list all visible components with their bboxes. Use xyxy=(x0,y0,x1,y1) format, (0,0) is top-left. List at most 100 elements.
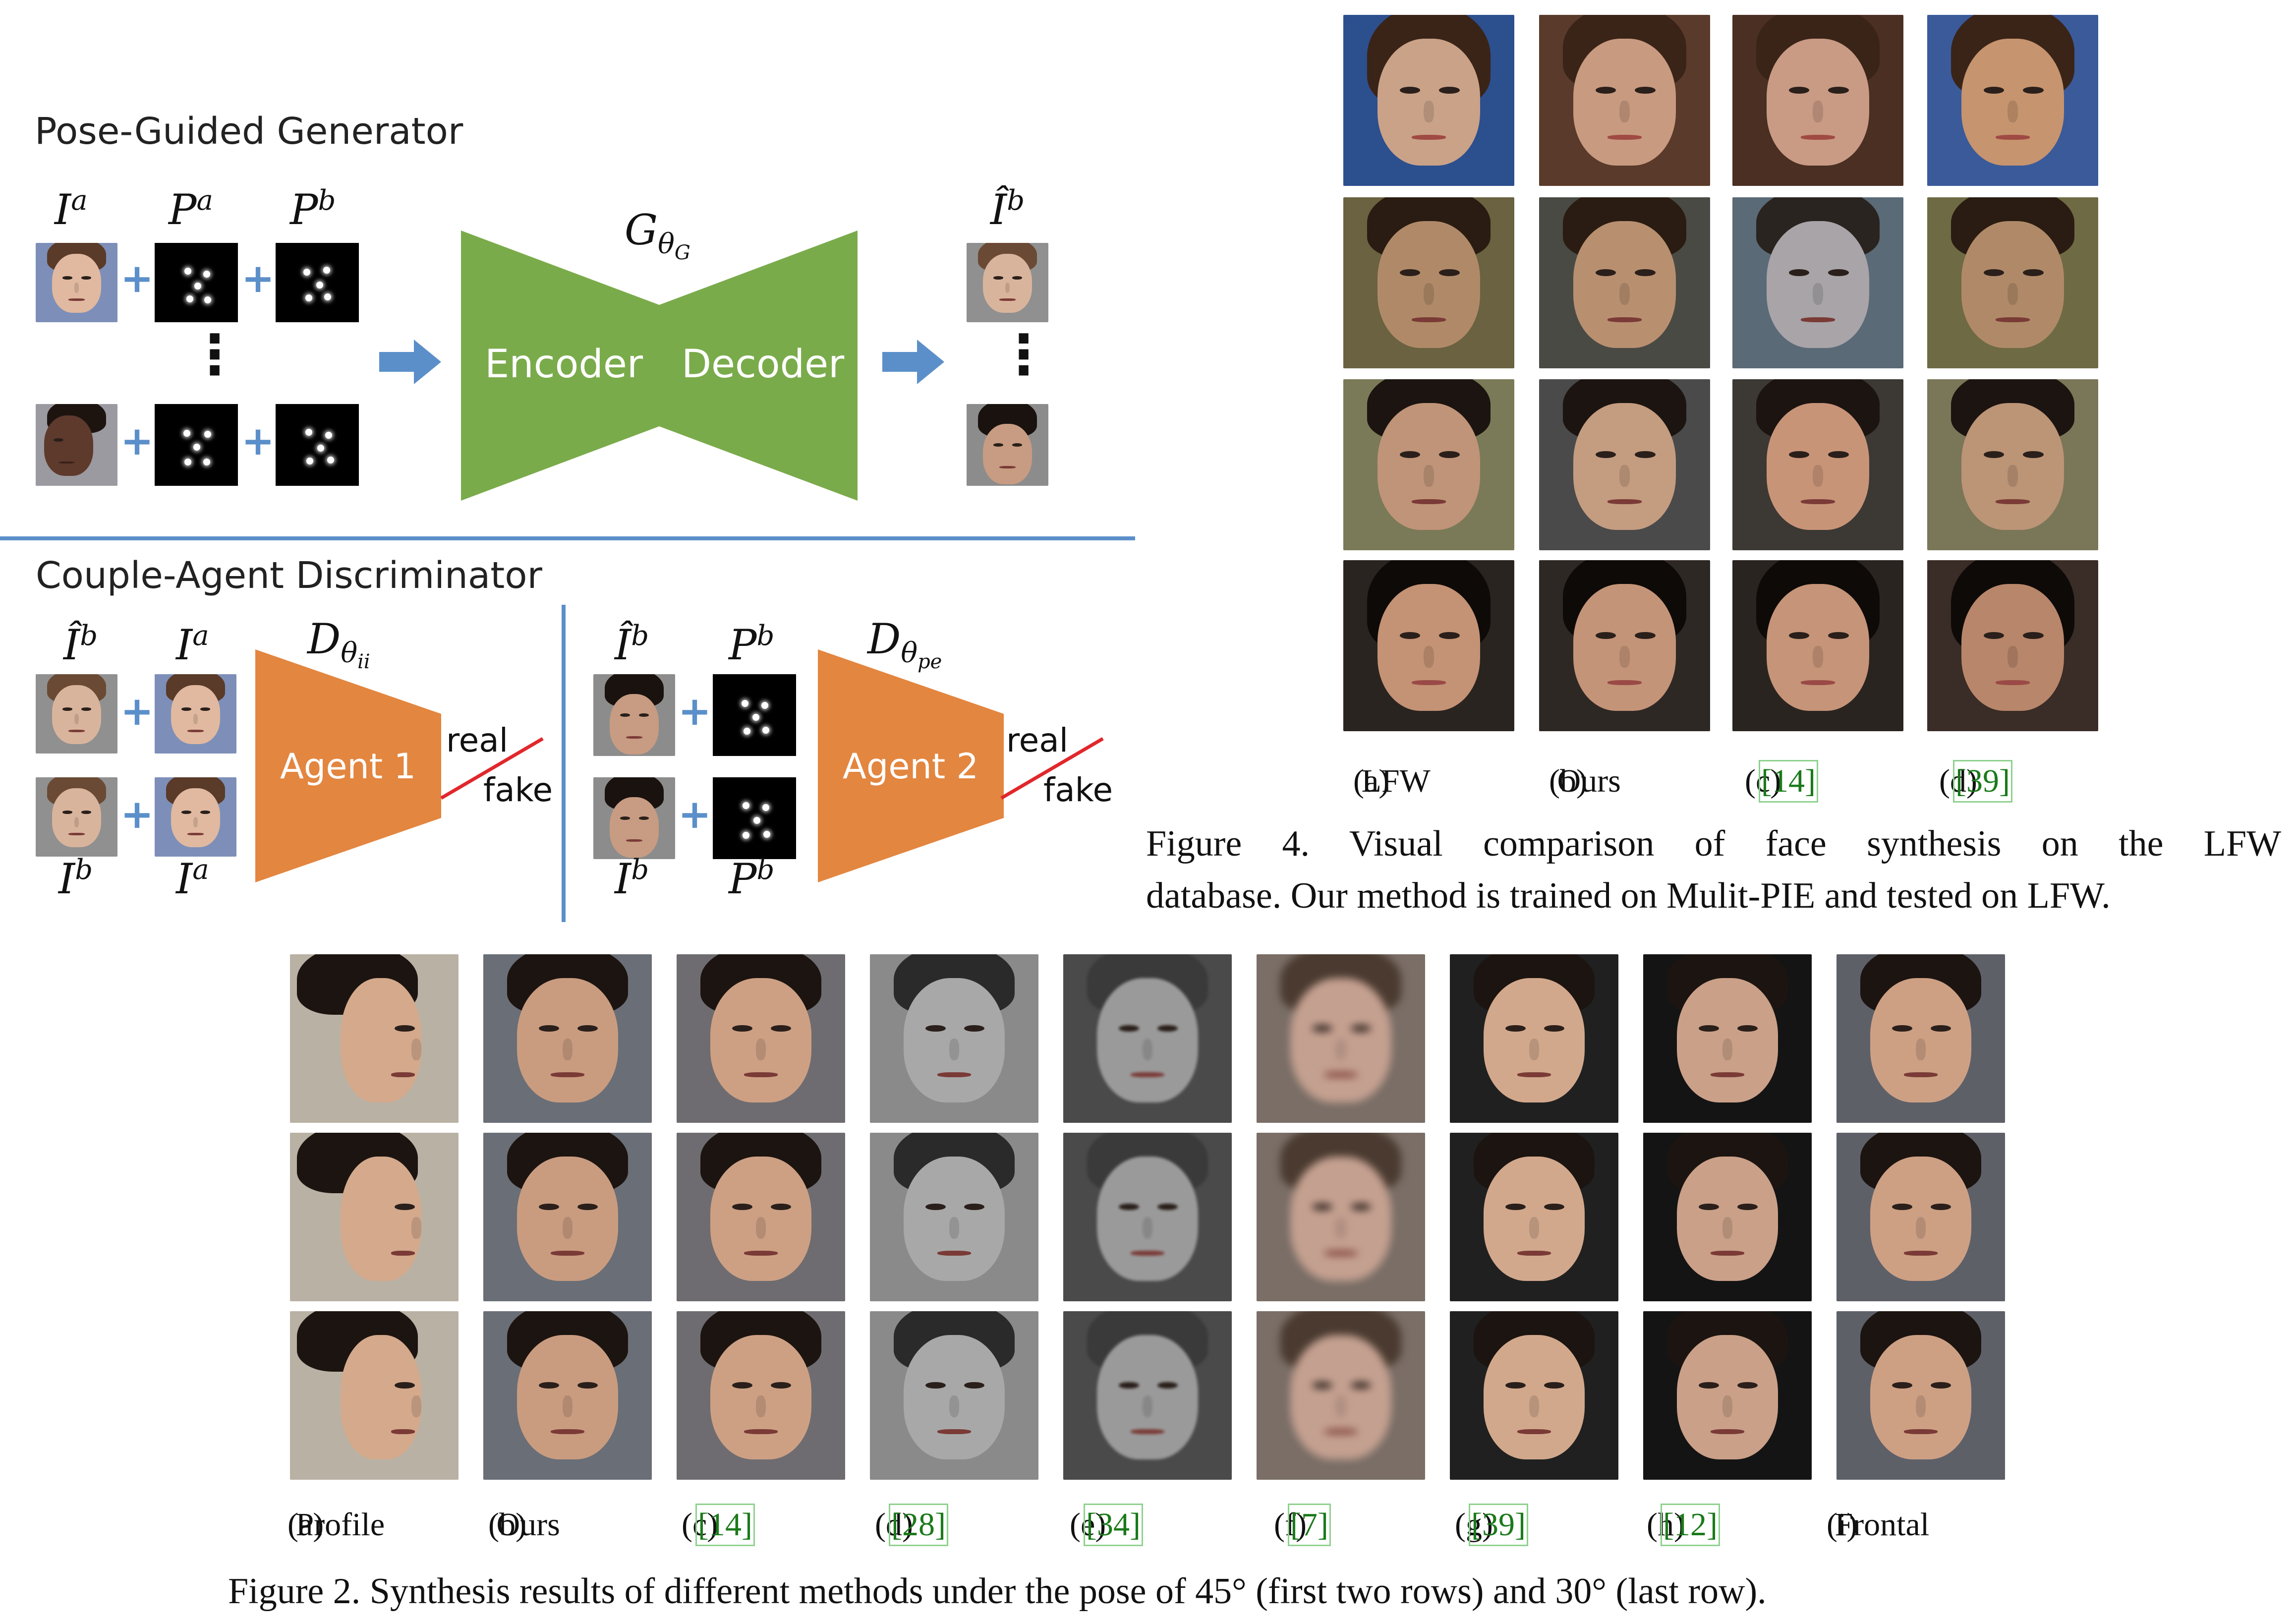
face-image xyxy=(1836,954,2005,1123)
face-image xyxy=(1927,560,2098,731)
face-image xyxy=(1732,197,1903,368)
input-face-image xyxy=(36,404,117,486)
arrow-right-icon xyxy=(882,340,944,384)
face-image xyxy=(1927,15,2098,186)
pose-heatmap-b xyxy=(713,777,796,859)
citation-link[interactable]: [14] xyxy=(695,1504,755,1546)
label-Pa: Pa xyxy=(169,184,213,234)
real-label: real xyxy=(446,721,509,759)
label-Ia: Ia xyxy=(55,184,88,234)
face-image xyxy=(1732,379,1903,550)
citation-link[interactable]: [28] xyxy=(889,1504,948,1546)
agent1-label: Agent 1 xyxy=(280,746,416,787)
face-image xyxy=(870,1133,1038,1301)
real-face-image xyxy=(36,777,117,857)
arrow-right-icon xyxy=(379,340,441,384)
citation-link[interactable]: [39] xyxy=(1469,1504,1528,1546)
face-image xyxy=(870,1311,1038,1480)
face-image xyxy=(1450,1311,1618,1480)
plus-icon: + xyxy=(241,418,275,464)
pose-heatmap-b xyxy=(713,674,796,756)
agent-divider xyxy=(562,605,566,922)
label-Pb: Pb xyxy=(729,620,775,669)
generator-hourglass xyxy=(461,231,858,501)
face-image xyxy=(1539,379,1710,550)
synth-face-image xyxy=(593,674,675,756)
figure4-caption-line1: Figure 4. Visual comparison of face synt… xyxy=(1146,823,2281,864)
plus-icon: + xyxy=(120,791,154,837)
generator-title: Pose-Guided Generator xyxy=(35,110,463,153)
fake-label: fake xyxy=(483,771,553,809)
label-D-ii: Dθii xyxy=(307,615,370,673)
fake-label: fake xyxy=(1043,771,1113,809)
encoder-label: Encoder xyxy=(485,342,643,387)
label-generator-G: GθG xyxy=(625,206,690,264)
subcaption: (d) [39] xyxy=(1939,760,2012,803)
face-image xyxy=(1732,15,1903,186)
synth-face-image xyxy=(36,674,117,754)
face-image xyxy=(1732,560,1903,731)
subcaption: (a) LFW xyxy=(1353,763,1431,799)
plus-icon: + xyxy=(678,688,712,734)
citation-link[interactable]: [39] xyxy=(1953,760,2012,803)
face-image xyxy=(1257,1311,1425,1480)
face-image xyxy=(677,1311,845,1480)
pose-heatmap-b xyxy=(276,243,359,322)
pose-heatmap-a xyxy=(155,243,238,322)
subcaption: (c) [14] xyxy=(1745,760,1818,803)
face-image xyxy=(1343,379,1514,550)
citation-link[interactable]: [7] xyxy=(1288,1504,1331,1546)
pose-heatmap-a xyxy=(155,404,238,486)
real-fake-slash xyxy=(440,737,544,800)
face-image xyxy=(483,954,652,1123)
face-image xyxy=(1063,954,1232,1123)
face-image xyxy=(1539,560,1710,731)
vertical-ellipsis: ⋮ xyxy=(996,323,1051,386)
citation-link[interactable]: [14] xyxy=(1759,760,1818,803)
label-Ib: Ib xyxy=(615,854,649,903)
real-label: real xyxy=(1006,721,1069,759)
label-Ihat-b: Îb xyxy=(63,620,98,669)
citation-link[interactable]: [12] xyxy=(1661,1504,1720,1546)
plus-icon: + xyxy=(678,791,712,837)
output-face-image xyxy=(967,243,1048,322)
plus-icon: + xyxy=(120,688,154,734)
face-image xyxy=(1927,197,2098,368)
label-Ia: Ia xyxy=(176,620,209,669)
label-D-pe: Dθpe xyxy=(867,615,942,673)
subcaption: (b) Ours xyxy=(488,1507,560,1543)
label-Ihat-b: Îb xyxy=(990,184,1025,234)
subcaption: (b) Ours xyxy=(1549,763,1621,799)
face-image xyxy=(290,954,459,1123)
label-Ia: Ia xyxy=(176,854,209,903)
face-image xyxy=(1257,1133,1425,1301)
agent2-trapezoid xyxy=(818,649,1004,882)
face-image xyxy=(1450,954,1618,1123)
real-face-image xyxy=(593,777,675,859)
subcaption: (a) Profile xyxy=(287,1507,385,1543)
face-image xyxy=(1643,954,1812,1123)
face-image xyxy=(1643,1311,1812,1480)
section-divider xyxy=(0,536,1135,540)
face-image xyxy=(1063,1311,1232,1480)
face-image xyxy=(1836,1133,2005,1301)
face-image xyxy=(677,1133,845,1301)
face-image xyxy=(677,954,845,1123)
face-image xyxy=(1063,1133,1232,1301)
agent2-label: Agent 2 xyxy=(843,746,978,787)
face-image xyxy=(290,1133,459,1301)
subcaption: (c) [14] xyxy=(682,1504,755,1546)
label-Pb: Pb xyxy=(729,854,775,903)
plus-icon: + xyxy=(120,418,154,464)
subcaption: (g) [39] xyxy=(1455,1504,1528,1546)
face-image xyxy=(1450,1133,1618,1301)
real-face-image xyxy=(155,777,236,857)
real-fake-slash xyxy=(1000,737,1104,800)
figure2-caption: Figure 2. Synthesis results of different… xyxy=(228,1571,1767,1612)
citation-link[interactable]: [34] xyxy=(1084,1504,1143,1546)
label-Pb: Pb xyxy=(290,184,336,234)
face-image xyxy=(1539,15,1710,186)
figure4-caption-line2: database. Our method is trained on Mulit… xyxy=(1146,875,2111,916)
label-Ib: Ib xyxy=(58,854,93,903)
face-image xyxy=(1643,1133,1812,1301)
